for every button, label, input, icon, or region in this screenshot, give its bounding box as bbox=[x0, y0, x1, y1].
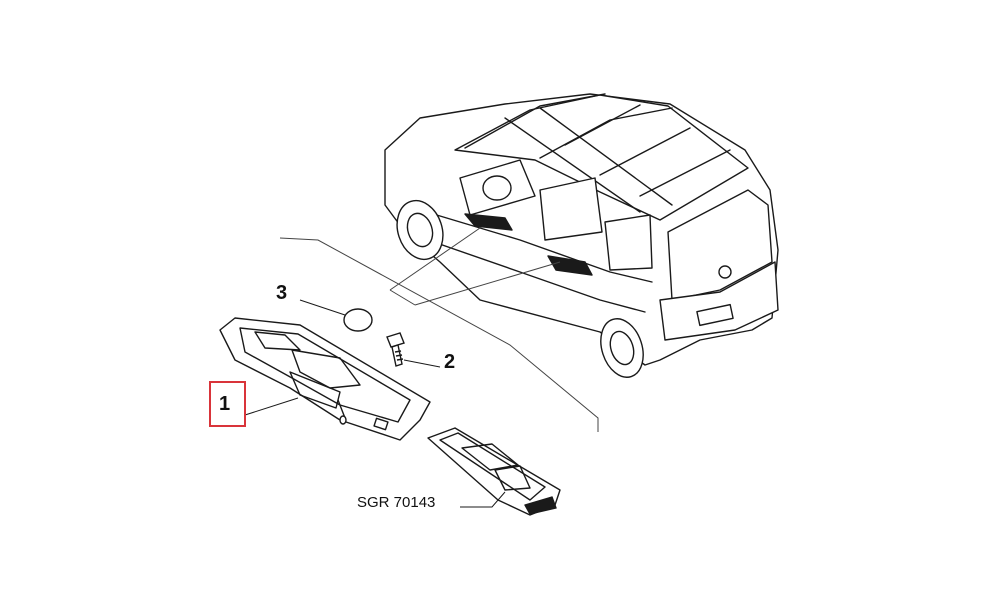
callout-1: 1 bbox=[219, 393, 231, 415]
reference-part bbox=[427, 427, 561, 516]
leader-3 bbox=[299, 299, 346, 316]
part-1-handle-trim bbox=[219, 317, 431, 441]
van-illustration bbox=[384, 93, 779, 378]
callout-1-highlight-box bbox=[209, 381, 246, 427]
leader-2 bbox=[403, 359, 441, 368]
leader-1 bbox=[244, 397, 299, 416]
part-2-screw bbox=[386, 332, 405, 367]
callout-2: 2 bbox=[444, 351, 456, 373]
leader-lines bbox=[279, 227, 599, 432]
part-3-cap bbox=[343, 308, 373, 332]
callout-3: 3 bbox=[276, 282, 288, 304]
leader-ref bbox=[460, 491, 506, 508]
reference-code: SGR 70143 bbox=[357, 494, 436, 511]
